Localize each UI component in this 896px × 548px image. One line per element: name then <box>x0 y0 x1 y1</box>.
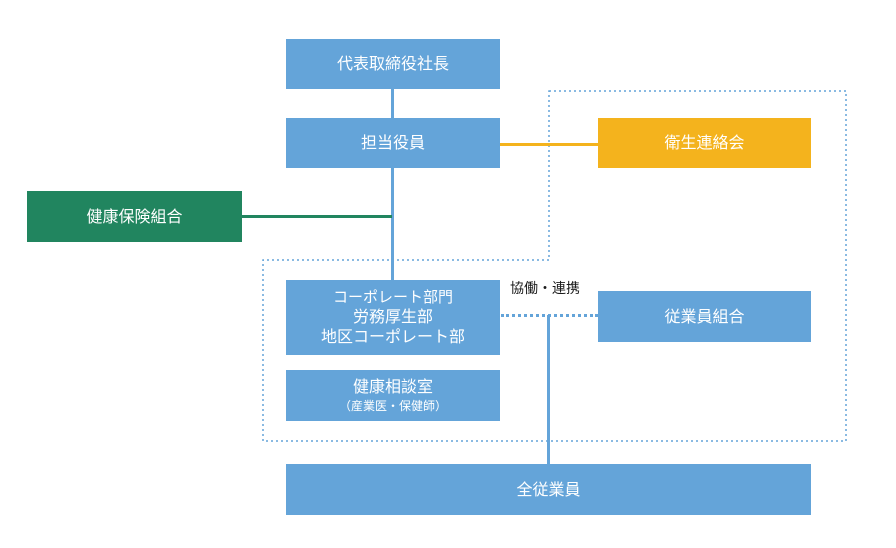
labor-welfare-label: 労務厚生部 <box>352 306 433 326</box>
connector-officer-corporate <box>391 168 394 280</box>
health-insurance-box: 健康保険組合 <box>27 191 242 242</box>
president-label: 代表取締役社長 <box>336 54 449 73</box>
connector-to-all-employees <box>547 315 550 465</box>
regional-corporate-label: 地区コーポレート部 <box>320 326 465 346</box>
health-office-box: 健康相談室 （産業医・保健師） <box>286 370 500 421</box>
corporate-division-box: コーポレート部門 労務厚生部 地区コーポレート部 <box>286 280 500 355</box>
union-box: 従業員組合 <box>598 291 811 342</box>
connector-president-officer <box>391 89 394 119</box>
connector-officer-health-committee <box>499 143 599 146</box>
health-office-label: 健康相談室 <box>352 377 433 396</box>
officer-label: 担当役員 <box>360 133 425 152</box>
union-label: 従業員組合 <box>664 306 745 326</box>
health-office-subtitle: （産業医・保健師） <box>338 399 447 413</box>
all-employees-box: 全従業員 <box>286 464 811 515</box>
all-employees-label: 全従業員 <box>516 479 581 499</box>
corporate-division-label: コーポレート部門 <box>332 288 453 307</box>
health-insurance-label: 健康保険組合 <box>86 206 183 226</box>
health-committee-label: 衛生連絡会 <box>664 133 745 152</box>
health-committee-box: 衛生連絡会 <box>598 118 811 168</box>
officer-box: 担当役員 <box>286 118 500 168</box>
collaboration-label: 協働・連携 <box>510 281 580 297</box>
president-box: 代表取締役社長 <box>286 39 500 89</box>
connector-health-insurance <box>242 215 392 218</box>
